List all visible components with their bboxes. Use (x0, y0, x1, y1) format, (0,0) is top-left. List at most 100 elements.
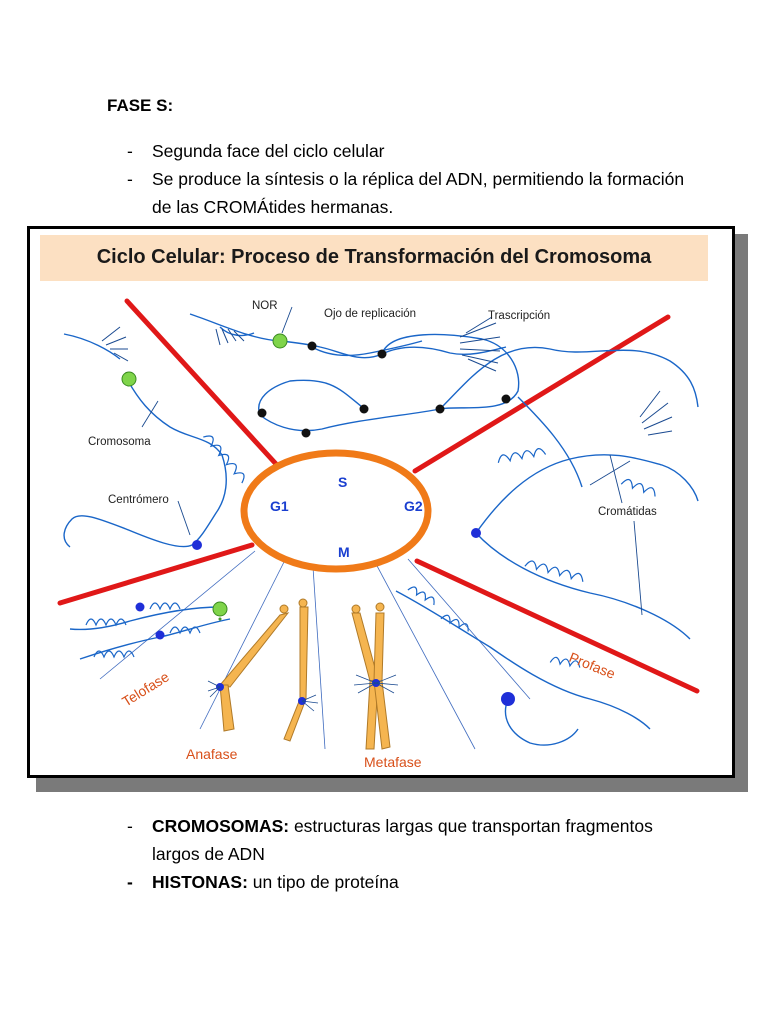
label-centromere: Centrómero (108, 494, 169, 506)
definition-bullet-list: - CROMOSOMAS: estructuras largas que tra… (127, 812, 687, 896)
divider-line (57, 542, 255, 606)
chromosome-arm (373, 612, 385, 682)
phase-g2: G2 (404, 498, 423, 514)
replication-dot (501, 394, 511, 404)
replication-dot (307, 341, 317, 351)
coil (149, 602, 181, 611)
label-chromatids: Cromátidas (598, 506, 657, 518)
chromosome-arm (219, 612, 290, 688)
coil (524, 560, 584, 582)
tuft (459, 316, 501, 372)
list-item: - Se produce la síntesis o la réplica de… (127, 165, 687, 221)
chromosome-tip (279, 604, 289, 614)
coil (85, 618, 127, 627)
replication-dot (257, 408, 267, 418)
coil (203, 435, 245, 484)
bullet-dash: - (127, 169, 133, 189)
annotation-labels: NOR Ojo de replicación Trascripción Crom… (88, 300, 657, 518)
spindle-line (312, 566, 326, 750)
chromosome-strand (395, 590, 651, 730)
chromosome-arm (299, 606, 309, 700)
chromosome-tip (375, 602, 385, 612)
phase-prophase: Profase (567, 649, 618, 682)
replication-dot (359, 404, 369, 414)
chromosome-strand (63, 378, 227, 548)
divider-line (414, 558, 700, 694)
telophase-strand (69, 606, 221, 631)
label-replication-eye: Ojo de replicación (324, 308, 416, 320)
divider-line (124, 298, 290, 479)
spindle-line (99, 550, 256, 680)
coil (549, 656, 581, 668)
list-item: - HISTONAS: un tipo de proteína (127, 868, 687, 896)
histone-coils (85, 435, 656, 668)
phase-metaphase: Metafase (364, 754, 422, 770)
bullet-dash: - (127, 872, 133, 892)
bullet-dash: - (127, 141, 133, 161)
centromere-dot (192, 540, 202, 550)
dna-strand (63, 333, 121, 360)
label-pointers (141, 306, 643, 616)
phase-s: S (338, 474, 347, 490)
label-nor: NOR (252, 300, 278, 312)
coil (169, 626, 201, 635)
centromere-dot (155, 630, 165, 640)
replication-dot (377, 349, 387, 359)
pointer (589, 460, 631, 486)
cell-cycle-figure: Ciclo Celular: Proceso de Transformación… (27, 226, 735, 778)
pointer (177, 500, 191, 536)
centromere-dot (471, 528, 481, 538)
centromere-dot (501, 692, 515, 706)
bullet-text: Segunda face del ciclo celular (152, 141, 385, 161)
chromosome-tip (351, 604, 361, 614)
chromosome-arm (283, 698, 307, 742)
tuft (101, 326, 129, 362)
phase-m: M (338, 544, 350, 560)
spindle-lines (99, 550, 531, 750)
list-item: - CROMOSOMAS: estructuras largas que tra… (127, 812, 687, 868)
term-label: CROMOSOMAS: (152, 816, 290, 836)
chromosome-strand (504, 698, 579, 746)
replication-origins (257, 341, 511, 438)
cell-cycle-ring (240, 449, 432, 573)
chromatid-strand (475, 454, 699, 534)
phase-g1: G1 (270, 498, 289, 514)
transcription-tufts (101, 316, 673, 436)
coil (497, 448, 547, 463)
centromere-dot (135, 602, 145, 612)
chromosome-tip (298, 598, 308, 608)
nor-dot (272, 333, 288, 349)
figure-title: Ciclo Celular: Proceso de Transformación… (96, 246, 652, 268)
section-heading: FASE S: (107, 96, 174, 115)
divider-line (412, 314, 671, 474)
spindle-line (375, 563, 476, 750)
replication-dot (301, 428, 311, 438)
phase-divider-lines (57, 298, 700, 694)
nor-dot (212, 601, 228, 617)
dna-strand (258, 333, 520, 432)
pointer (281, 306, 293, 334)
spindle-line (407, 558, 531, 700)
pointer (141, 400, 159, 428)
chromosome-arm (219, 684, 235, 732)
pointer (633, 520, 643, 616)
dna-strands (63, 313, 699, 746)
term-label: HISTONAS: (152, 872, 248, 892)
tuft (639, 390, 673, 436)
bullet-text: Se produce la síntesis o la réplica del … (152, 169, 685, 217)
pointer (609, 454, 623, 504)
dna-strand (311, 340, 423, 357)
nor-dot (218, 617, 222, 621)
list-item: - Segunda face del ciclo celular (127, 137, 687, 165)
phase-telophase: Telofase (119, 668, 172, 709)
phase-letters: S G1 G2 M (270, 474, 423, 560)
label-transcription: Trascripción (488, 310, 550, 322)
chromatid-strand (517, 396, 583, 488)
label-chromosome: Cromosoma (88, 436, 151, 448)
chromatid-strand (475, 532, 691, 640)
coil (93, 650, 135, 659)
nor-dot (121, 371, 137, 387)
spindle-line (199, 561, 285, 730)
figure-title-banner: Ciclo Celular: Proceso de Transformación… (40, 235, 708, 281)
mitotic-centromeres (216, 679, 380, 705)
